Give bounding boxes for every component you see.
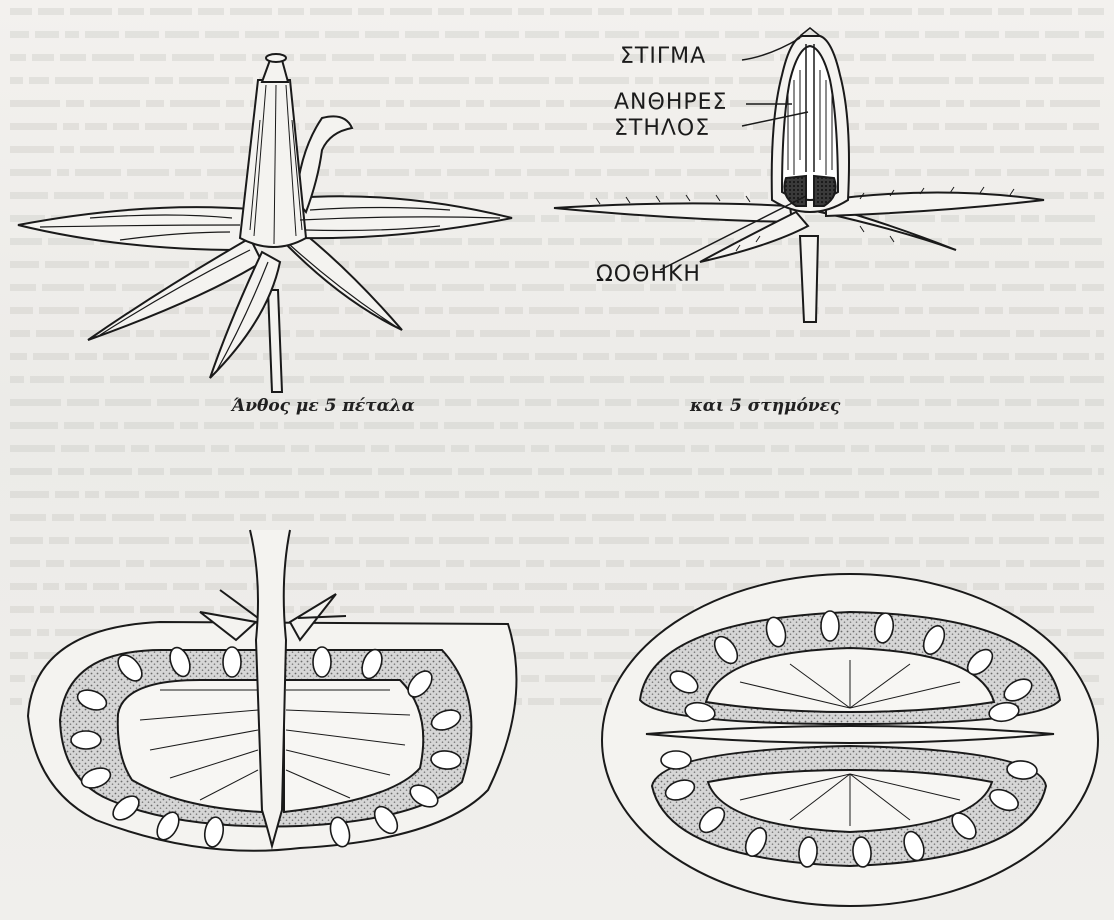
tomato-longitudinal-section	[28, 530, 516, 851]
seed	[821, 611, 839, 641]
petal-left	[18, 207, 262, 250]
flower-stem	[268, 290, 282, 392]
caption-flower-right: και 5 στημόνες	[690, 396, 840, 416]
seed	[313, 647, 331, 677]
seed	[71, 731, 101, 749]
caption-flower-left: Άνθος με 5 πέταλα	[232, 396, 415, 416]
section-stem	[800, 236, 818, 322]
sepal-left	[554, 203, 792, 222]
seed	[223, 647, 241, 677]
label-anthers: ΑΝΘΗΡΕΣ	[614, 90, 727, 115]
label-style: ΣΤΗΛΟΣ	[614, 116, 710, 141]
petal-lower-right	[282, 230, 402, 330]
seed	[661, 751, 691, 769]
sepal-right	[826, 193, 1044, 217]
tomato-cross-section	[602, 574, 1098, 906]
style-tip	[262, 60, 288, 82]
label-stigma: ΣΤΙΓΜΑ	[620, 44, 706, 69]
stigma-tip	[266, 54, 286, 62]
label-ovary: ΩΟΘΗΚΗ	[596, 262, 701, 287]
stigma	[800, 28, 820, 36]
flower-with-five-petals	[18, 54, 512, 392]
